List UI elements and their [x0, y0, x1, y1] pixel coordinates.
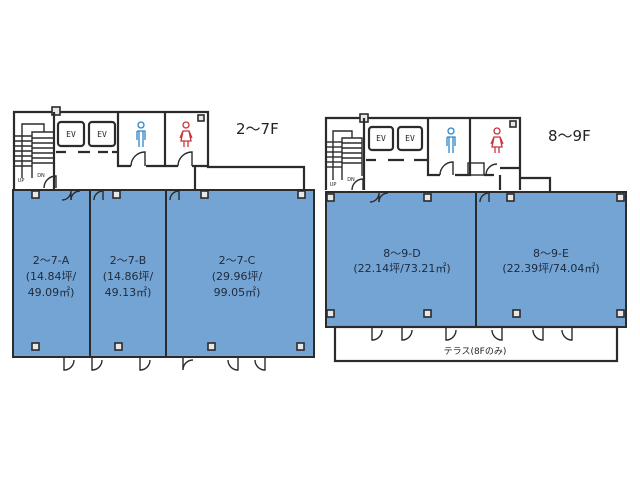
column-markers: [326, 193, 625, 318]
stairs-down-label: DN: [347, 177, 355, 183]
elevator-icon: [367, 125, 395, 152]
unit-area: (22.39坪/74.04㎡): [502, 262, 599, 275]
unit-8-9-d[interactable]: [325, 191, 477, 328]
elevator-label: EV: [376, 134, 386, 143]
unit-id: 8〜9-E: [533, 247, 569, 260]
stairs-up-label: UP: [18, 178, 25, 184]
unit-area-sqm: 49.13㎡): [105, 286, 152, 299]
unit-id: 2〜7-C: [219, 254, 256, 267]
elevator-icon: [87, 120, 117, 148]
elevator-label: EV: [97, 130, 107, 139]
door-icons: [63, 357, 266, 371]
female-restroom-icon: [490, 127, 504, 153]
door-icons: [61, 190, 180, 201]
unit-area-tsubo: (29.96坪/: [212, 270, 263, 283]
unit-8-9-e[interactable]: [475, 191, 627, 328]
door-icons: [371, 327, 573, 341]
unit-area-tsubo: (14.86坪/: [103, 270, 154, 283]
floor-label: 8〜9F: [548, 127, 591, 145]
unit-2-7-c[interactable]: [165, 189, 315, 358]
female-restroom-icon: [179, 121, 193, 147]
door-icons: [369, 192, 490, 203]
stairs-up-label: UP: [330, 182, 337, 188]
column-markers: [31, 190, 306, 351]
terrace-label: テラス(8Fのみ): [444, 346, 507, 357]
floor-label: 2〜7F: [236, 120, 279, 138]
elevator-icon: [56, 120, 86, 148]
elevator-icon: [396, 125, 424, 152]
male-restroom-icon: [136, 121, 146, 147]
terrace: [333, 325, 619, 363]
unit-area: (22.14坪/73.21㎡): [353, 262, 450, 275]
stairs-down-label: DN: [37, 173, 45, 179]
elevator-label: EV: [66, 130, 76, 139]
stairs-icon: UP DN: [326, 130, 364, 191]
unit-id: 2〜7-B: [110, 254, 147, 267]
plan-8-9f: UP DN EV EV 8〜9F 8〜9-D (22.14坪/73.21㎡): [324, 113, 627, 363]
unit-2-7-b[interactable]: [89, 189, 167, 358]
unit-area-tsubo: (14.84坪/: [26, 270, 77, 283]
unit-area-sqm: 49.09㎡): [28, 286, 75, 299]
male-restroom-icon: [446, 127, 456, 153]
elevator-label: EV: [405, 134, 415, 143]
unit-id: 2〜7-A: [33, 254, 70, 267]
plan-2-7f: UP DN EV EV 2〜7F 2〜7-A (14.84坪/: [12, 106, 315, 371]
stairs-icon: UP DN: [14, 123, 57, 189]
unit-area-sqm: 99.05㎡): [214, 286, 261, 299]
unit-id: 8〜9-D: [383, 247, 420, 260]
